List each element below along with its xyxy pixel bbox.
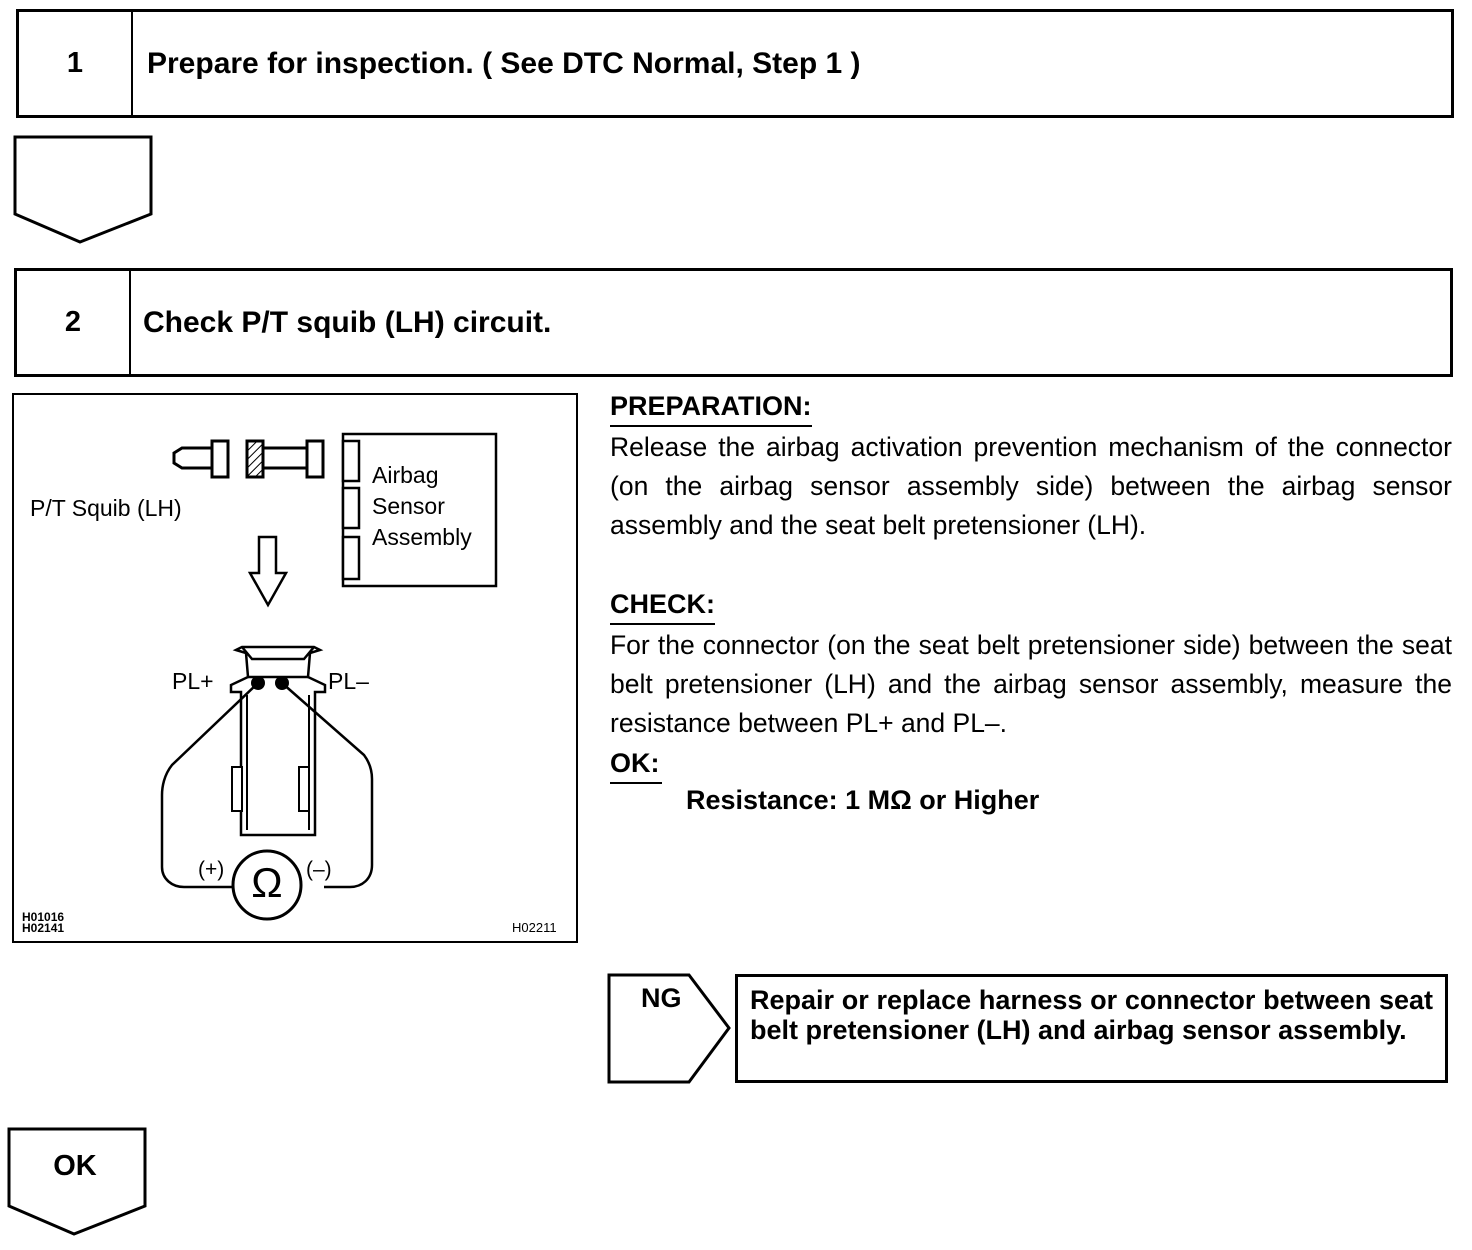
ng-label: NG [641,983,682,1013]
check-heading: CHECK: [610,589,715,625]
ng-action-box: Repair or replace harness or connector b… [735,974,1448,1083]
figure-ref-right: H02211 [512,920,557,935]
squib-connector-icon [172,439,325,479]
meter-plus-label: (+) [198,858,225,881]
meter-minus-label: (–) [306,858,332,881]
check-text: For the connector (on the seat belt pret… [610,630,1452,738]
ok-down-arrow-icon [7,1127,147,1236]
figure-ref-left-2: H02141 [22,921,65,935]
hollow-down-arrow-icon [247,535,289,608]
inspection-diagram: P/T Squib (LH) Airbag Sensor Assembly PL… [12,393,578,943]
ok-result-label: OK [53,1150,97,1182]
sensor-label-line-3: Assembly [372,524,472,550]
pl-minus-label: PL– [328,668,369,694]
ok-heading: OK: [610,748,662,784]
step-1-number: 1 [19,12,133,115]
airbag-sensor-assembly-icon [341,432,498,588]
step-1-box: 1 Prepare for inspection. ( See DTC Norm… [16,9,1454,118]
figure-ref-left-1: H01016 [22,910,65,924]
pretensioner-connector-icon [229,645,327,837]
preparation-text: Release the airbag activation prevention… [610,432,1452,540]
step-2-box: 2 Check P/T squib (LH) circuit. [14,268,1453,377]
ohm-symbol: Ω [251,859,283,906]
meter-leads [160,682,374,889]
ng-right-arrow-icon [607,973,731,1084]
pl-plus-label: PL+ [172,668,214,694]
sensor-label-line-2: Sensor [372,493,445,519]
step-2-number: 2 [17,271,131,374]
preparation-heading: PREPARATION: [610,391,812,427]
squib-label: P/T Squib (LH) [30,495,182,521]
step-2-title: Check P/T squib (LH) circuit. [143,305,552,339]
connector-diagram [160,432,498,921]
ohmmeter-icon [231,849,303,921]
sensor-label-line-1: Airbag [372,462,439,488]
step-1-title: Prepare for inspection. ( See DTC Normal… [147,46,861,80]
step-1-down-arrow-icon [13,135,153,244]
ok-spec: Resistance: 1 MΩ or Higher [686,785,1040,815]
